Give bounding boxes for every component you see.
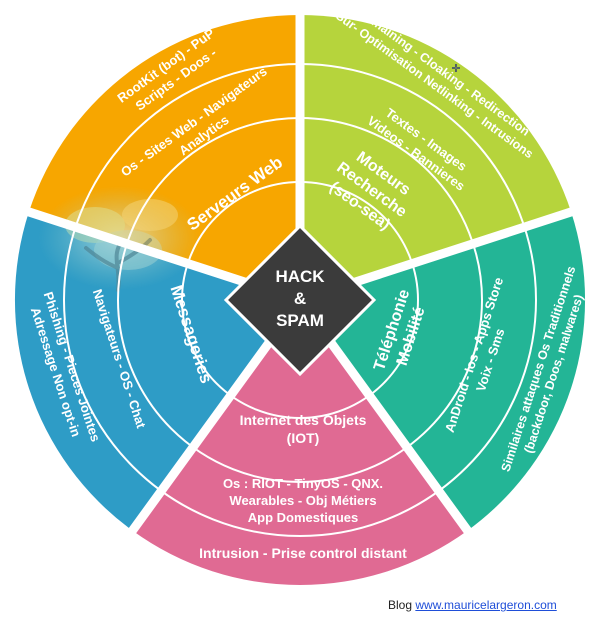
label-group-iot-middle: Os : RIOT - TinyOS - QNX. Wearables - Ob… <box>223 476 383 525</box>
label-group-iot-inner: Internet des Objets (IOT) <box>240 412 367 446</box>
label-group-iot-outer: Intrusion - Prise control distant <box>199 545 407 561</box>
iot-inner-line1: Internet des Objets <box>240 412 367 428</box>
footer-credit: Blog www.mauricelargeron.com <box>388 598 557 612</box>
iot-middle-line3: App Domestiques <box>248 510 359 525</box>
iot-inner-line2: (IOT) <box>287 430 320 446</box>
center-label-line1: HACK <box>275 267 325 286</box>
footer-prefix: Blog <box>388 598 416 612</box>
iot-middle-line2: Wearables - Obj Métiers <box>229 493 376 508</box>
wedge-messageries <box>14 211 301 531</box>
center-diamond: HACK & SPAM <box>223 223 377 377</box>
footer-blog-link[interactable]: www.mauricelargeron.com <box>415 598 557 612</box>
segment-messageries <box>14 211 301 531</box>
center-label-line3: SPAM <box>276 311 324 330</box>
cursor-cross-icon: ✛ <box>451 63 460 75</box>
segment-telephonie-mobilite <box>300 211 586 531</box>
segment-moteurs-recherche <box>300 14 572 300</box>
center-label-line2: & <box>294 289 306 308</box>
iot-middle-line1: Os : RIOT - TinyOS - QNX. <box>223 476 383 491</box>
segment-iot <box>132 300 468 586</box>
wedge-telephonie-mobilite <box>300 211 586 531</box>
iot-outer-line1: Intrusion - Prise control distant <box>199 545 407 561</box>
wedge-moteurs-recherche <box>300 14 572 300</box>
wedge-iot <box>132 300 468 586</box>
